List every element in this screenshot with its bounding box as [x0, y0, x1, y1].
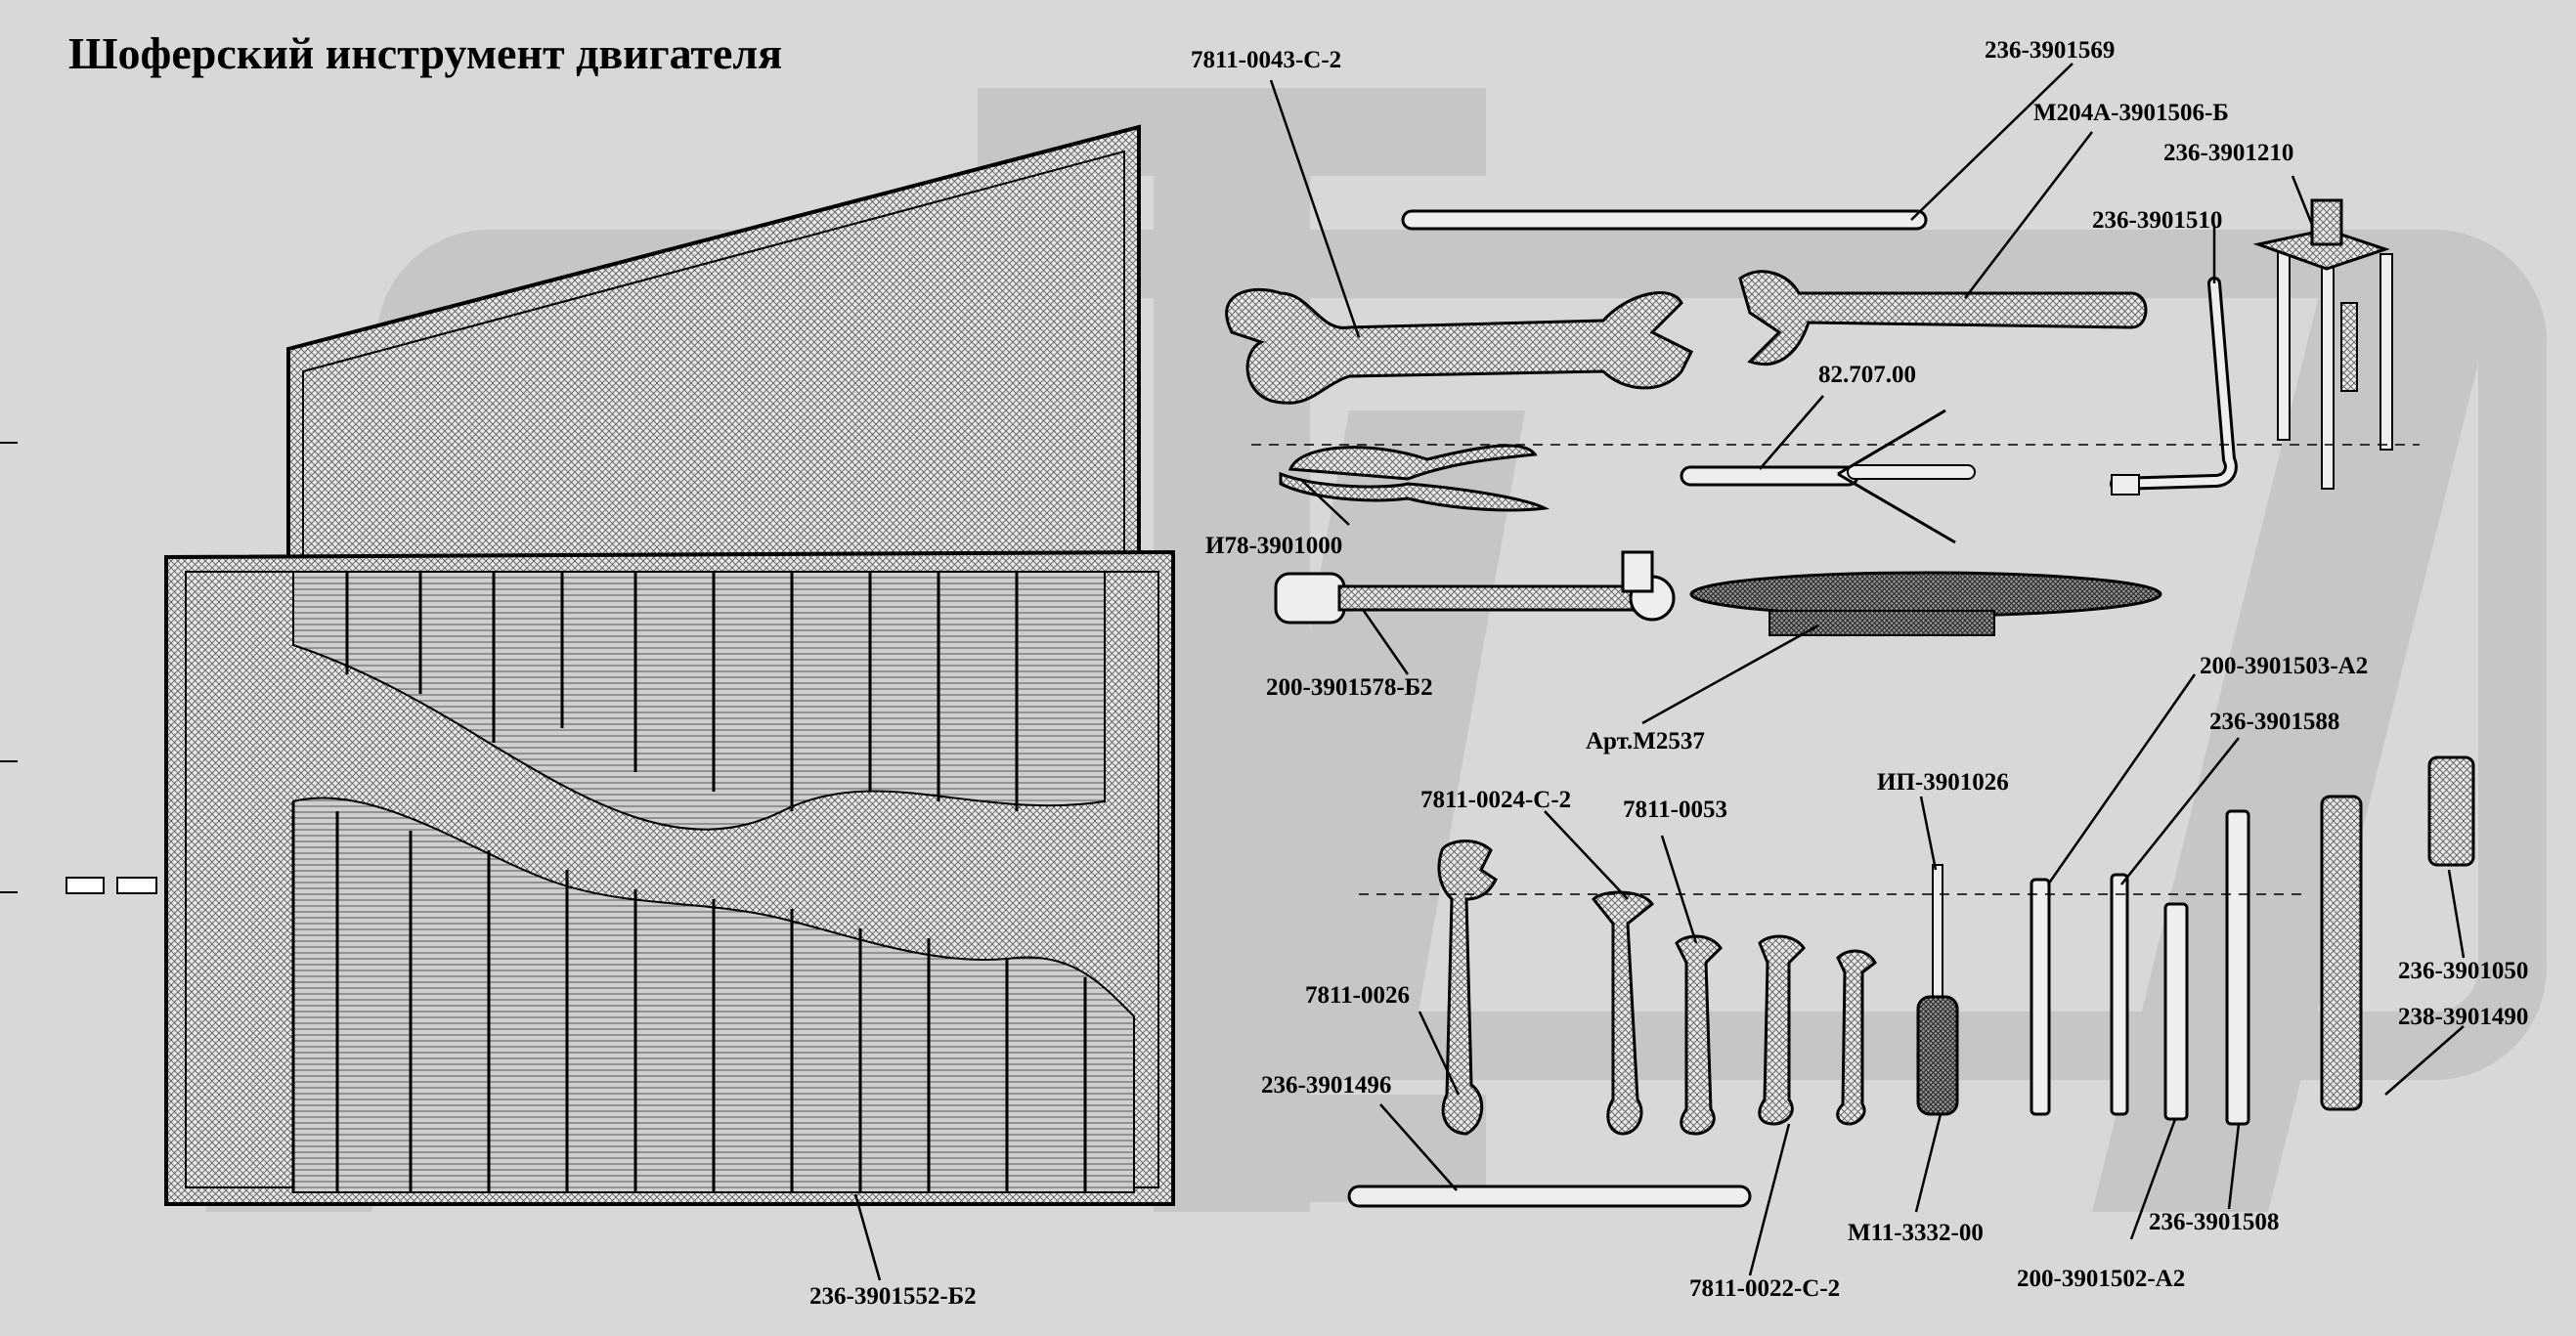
label-7811-0026: 7811-0026 [1305, 982, 1410, 1009]
label-200-3901503: 200-3901503-А2 [2200, 653, 2369, 679]
small-wrenches [1437, 840, 1877, 1136]
feeler-gauge-82707 [1680, 409, 1976, 544]
label-236-3901210: 236-3901210 [2163, 140, 2294, 166]
label-236-3901050: 236-3901050 [2398, 958, 2529, 984]
page-title: Шоферский инструмент двигателя [68, 28, 783, 78]
tool-roll-bag [164, 124, 1175, 1206]
brush-M2537 [1689, 571, 2162, 636]
puller-236-3901210 [2252, 198, 2393, 490]
label-M11-3332-00: М11-3332-00 [1848, 1220, 1984, 1246]
hex-key-236-3901510 [2110, 277, 2238, 496]
wrench-M204A [1738, 270, 2148, 366]
label-7811-0022: 7811-0022-С-2 [1689, 1275, 1841, 1302]
pliers-I78 [1279, 444, 1550, 512]
label-236-3901588: 236-3901588 [2209, 709, 2340, 735]
label-7811-0043: 7811-0043-С-2 [1191, 47, 1342, 73]
label-200-3901578: 200-3901578-Б2 [1266, 674, 1433, 701]
label-236-3901510: 236-3901510 [2092, 207, 2223, 234]
rod-236-3901496 [1347, 1185, 1752, 1208]
wrench-7811-0043 [1225, 287, 1694, 405]
leader-lines [853, 63, 2466, 1281]
label-82-707-00: 82.707.00 [1818, 362, 1916, 388]
rod-236-3901569 [1401, 209, 1928, 231]
center-lines [1251, 444, 2420, 895]
label-236-3901552: 236-3901552-Б2 [809, 1283, 977, 1310]
pins [2030, 755, 2475, 1126]
label-IP-3901026: ИП-3901026 [1877, 769, 2009, 796]
label-7811-0053: 7811-0053 [1623, 797, 1727, 823]
label-236-3901508: 236-3901508 [2149, 1209, 2280, 1235]
label-236-3901569: 236-3901569 [1985, 37, 2116, 64]
label-236-3901496: 236-3901496 [1261, 1072, 1392, 1099]
left-stubs [0, 442, 157, 894]
screwdriver-IP-3901026 [1916, 864, 1959, 1116]
label-7811-0024: 7811-0024-С-2 [1420, 787, 1572, 813]
label-art-M2537: Арт.М2537 [1586, 728, 1705, 754]
label-238-3901490: 238-3901490 [2398, 1004, 2529, 1030]
label-M204A-3901506: М204А-3901506-Б [2033, 100, 2229, 126]
label-200-3901502: 200-3901502-А2 [2017, 1266, 2186, 1292]
box-wrench-200-3901578 [1274, 550, 1676, 625]
label-I78-3901000: И78-3901000 [1205, 533, 1343, 559]
